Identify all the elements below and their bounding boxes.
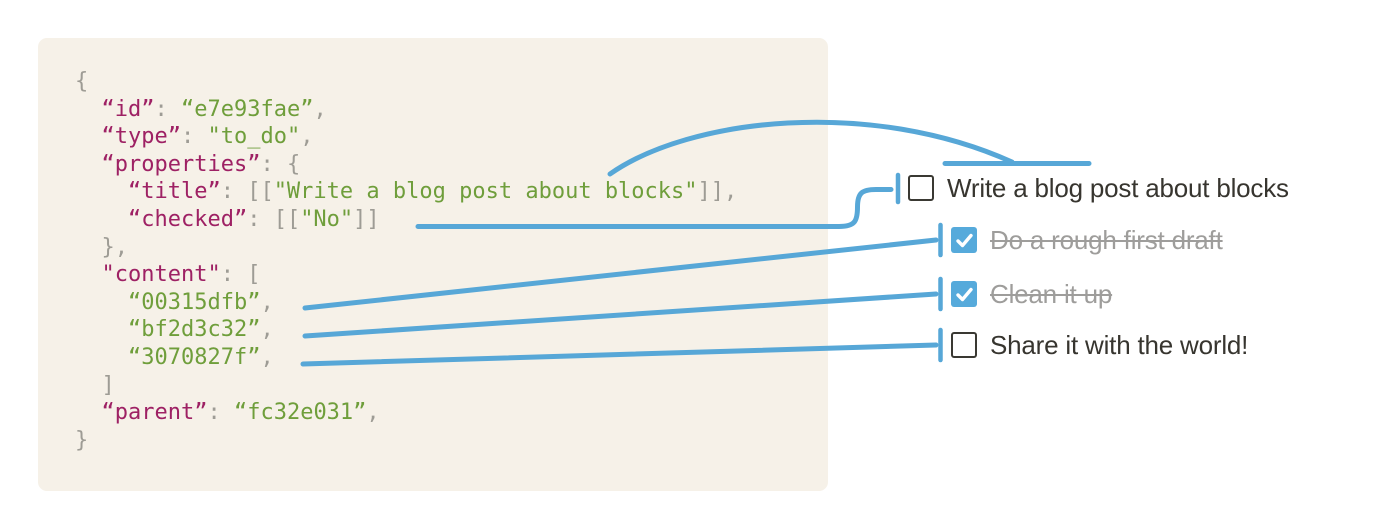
todo-label: Share it with the world! (990, 329, 1249, 360)
code-line: "content": [ (101, 262, 261, 288)
todo-label: Clean it up (990, 278, 1113, 309)
code-line: ] (75, 372, 115, 398)
code-line: { (75, 69, 89, 94)
checkbox-checked[interactable] (951, 281, 977, 307)
code-line: “properties”: { (101, 151, 301, 177)
code-line: }, (75, 234, 128, 260)
todo-label: Write a blog post about blocks (947, 172, 1289, 203)
code-line: “3070827f”, (127, 344, 274, 370)
code-line: “parent”: “fc32e031”, (101, 400, 380, 426)
todo-item: Share it with the world! (951, 330, 1248, 360)
todo-item: Do a rough first draft (951, 225, 1223, 255)
code-line: “title”: [["Write a blog post about bloc… (127, 179, 738, 205)
checkbox-unchecked[interactable] (908, 175, 934, 201)
code-line: “00315dfb”, (127, 289, 274, 315)
code-line: “id”: “e7e93fae”, (101, 96, 327, 122)
todo-label: Do a rough first draft (990, 224, 1223, 255)
checkbox-checked[interactable] (951, 227, 977, 253)
json-code: { “id”: “e7e93fae”, “type”: "to_do", “pr… (75, 68, 737, 454)
todo-item: Write a blog post about blocks (908, 173, 1289, 203)
code-line: } (75, 427, 89, 453)
checkbox-unchecked[interactable] (951, 332, 977, 358)
code-line: “type”: "to_do", (101, 124, 314, 150)
code-line: “checked”: [["No"]] (127, 206, 380, 232)
json-code-block: { “id”: “e7e93fae”, “type”: "to_do", “pr… (38, 38, 828, 491)
checkmark-icon (956, 233, 973, 248)
checkmark-icon (956, 287, 973, 302)
code-line: “bf2d3c32”, (127, 317, 274, 343)
todo-item: Clean it up (951, 279, 1112, 309)
